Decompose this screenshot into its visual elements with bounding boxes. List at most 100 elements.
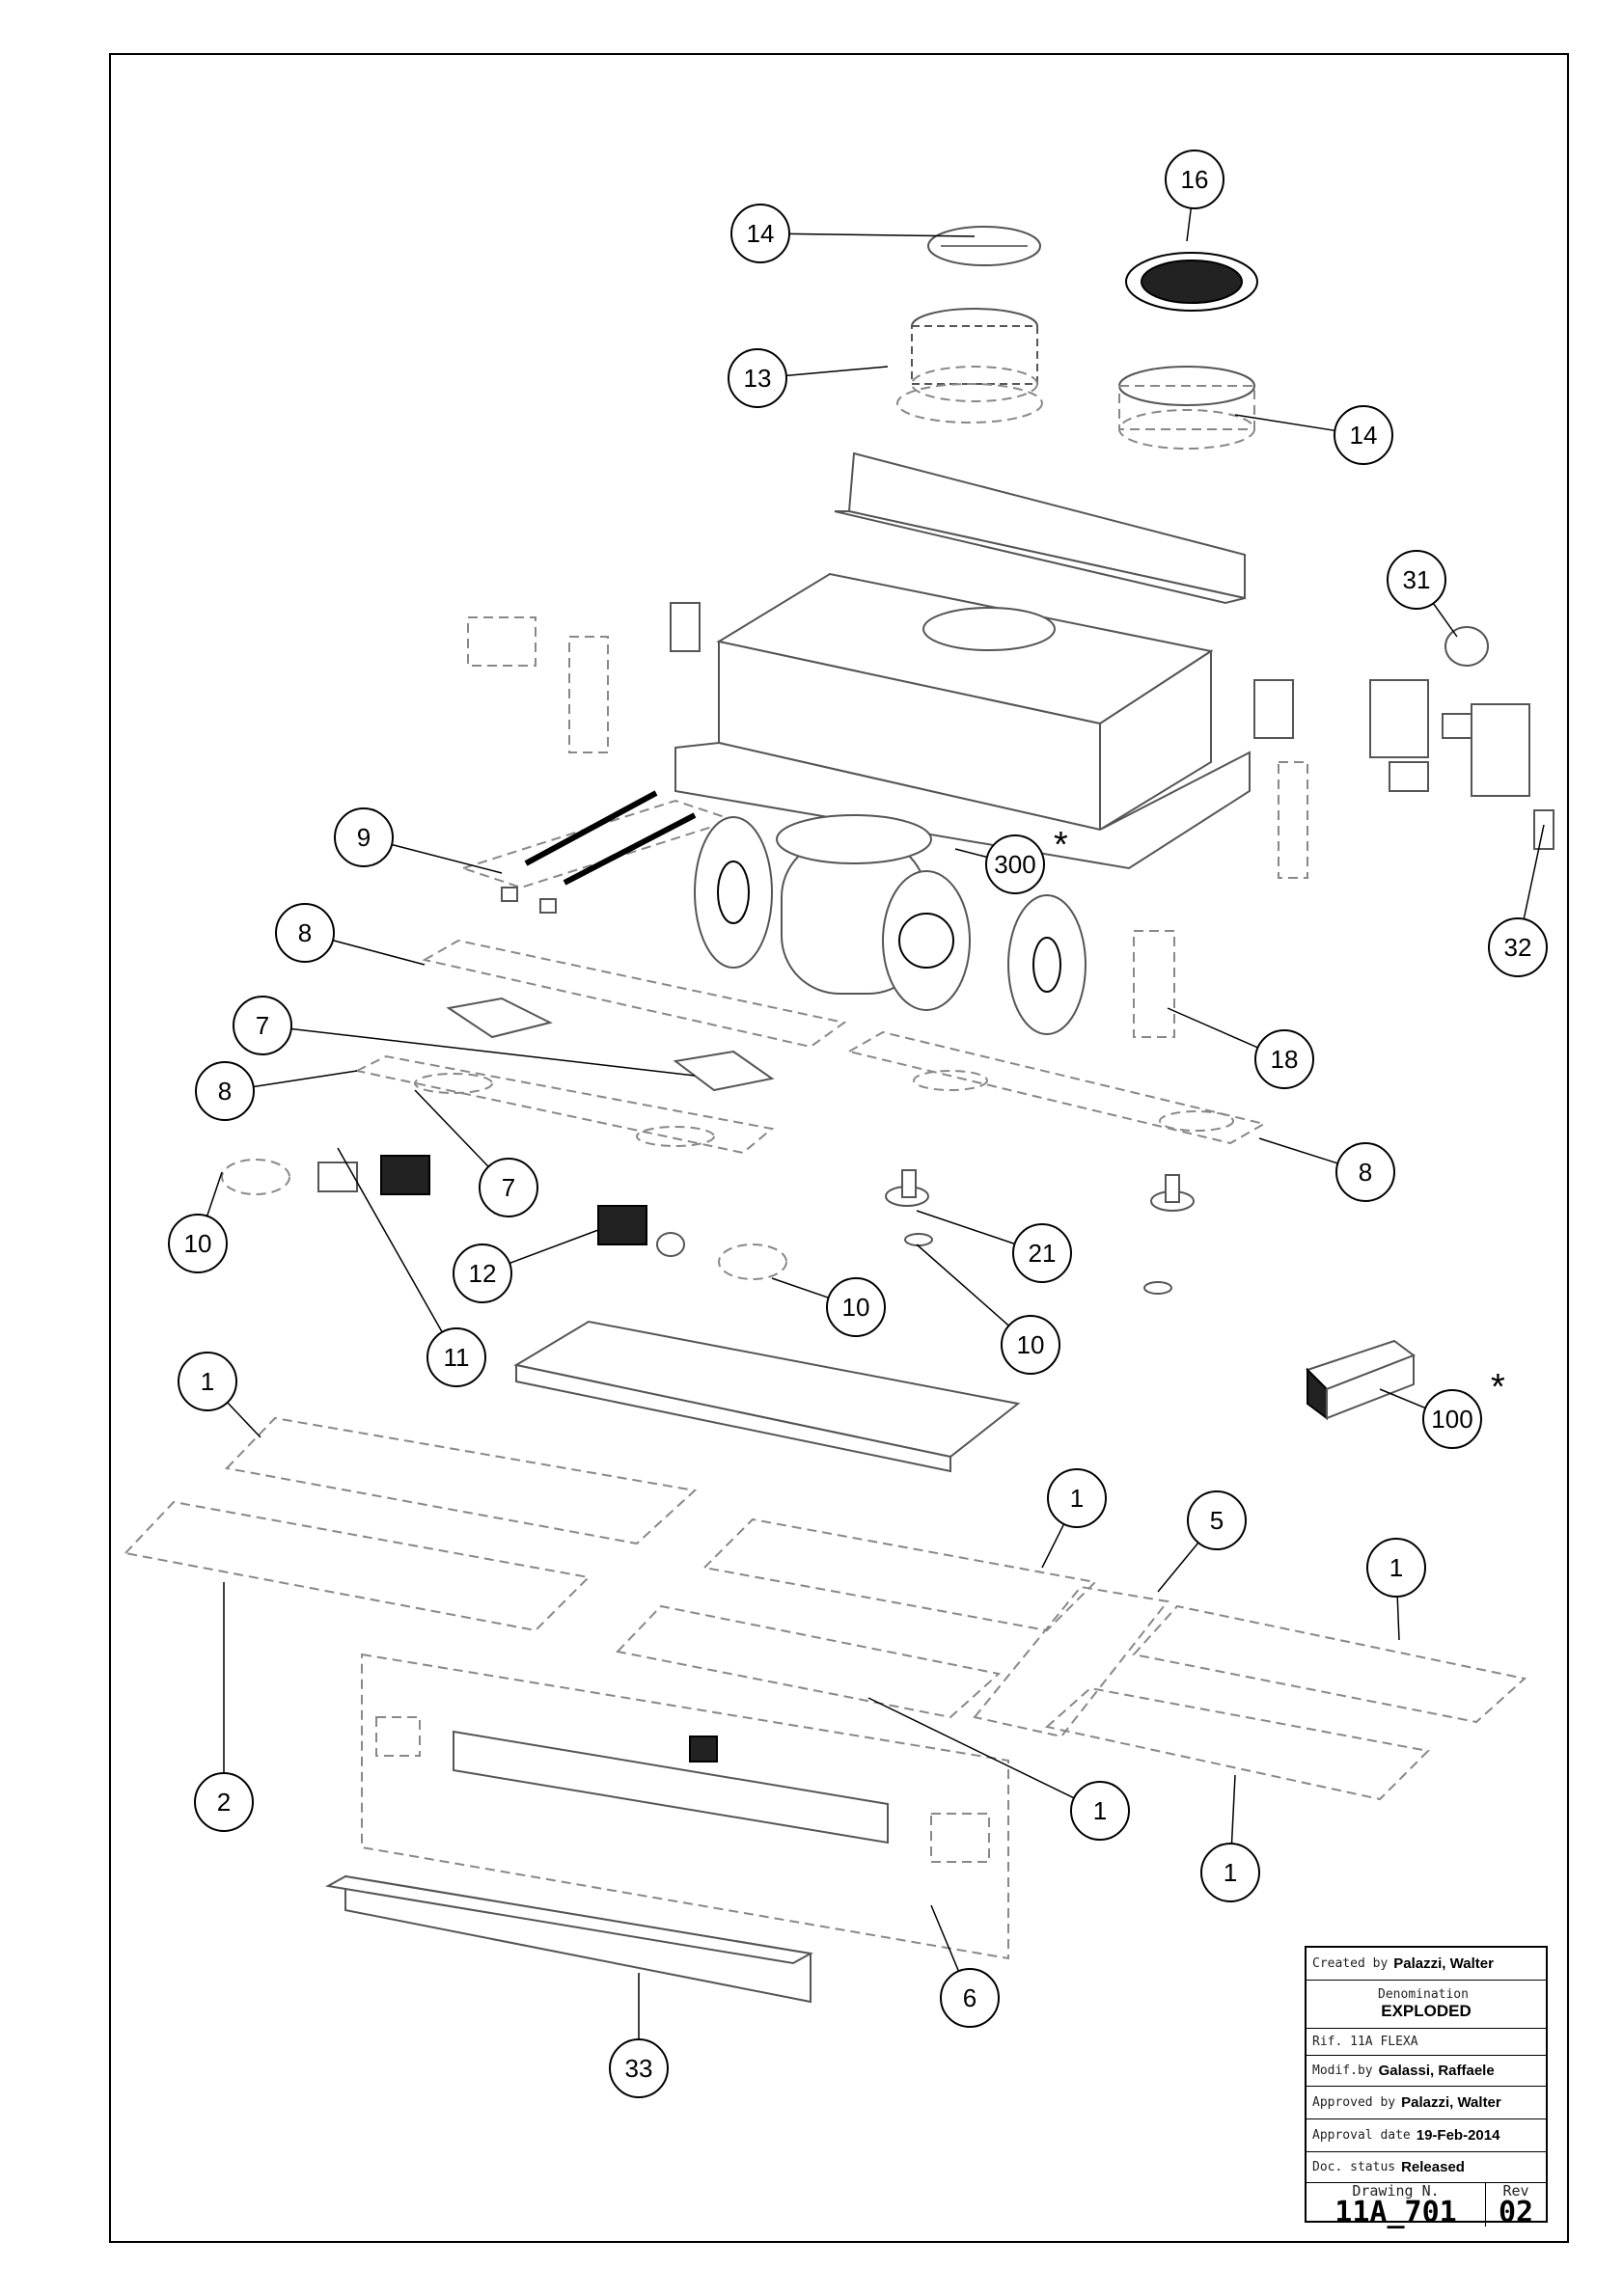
callout-8: 8 [275,903,426,966]
callout-number: 32 [1504,933,1532,962]
tb-denomination-row: Denomination EXPLODED [1307,1981,1546,2029]
callout-16: 16 [1165,150,1224,242]
callout-1: 1 [1200,1774,1260,1902]
callout-leader [509,1229,599,1265]
tb-approval-date-value: 19-Feb-2014 [1416,2127,1500,2144]
callout-leader [930,1904,960,1972]
callout-circle [275,903,335,963]
callout-12: 12 [453,1229,599,1303]
callout-leader [771,1277,829,1298]
callout-number: 1 [1070,1484,1084,1513]
part-13-collar [896,308,1043,424]
callout-1: 1 [1366,1538,1426,1641]
callout-number: 8 [218,1077,232,1106]
callout-number: 12 [469,1259,497,1288]
callout-number: 10 [1017,1330,1045,1359]
callout-circle [168,1214,228,1273]
callout-circle [1165,150,1224,209]
callout-14: 14 [1234,405,1393,465]
callout-circle [1070,1781,1130,1841]
callout-leader [206,1171,223,1216]
callout-number: 100 [1431,1405,1472,1434]
callout-33: 33 [609,1973,669,2098]
callout-11: 11 [337,1147,486,1387]
part-control-plate [513,1320,1021,1473]
callout-leader [1157,1542,1199,1593]
callout-number: 31 [1403,565,1431,594]
tb-approval-date-label: Approval date [1312,2128,1411,2143]
tb-created-row: Created by Palazzi, Walter [1307,1948,1546,1981]
part-31-knob [1444,626,1489,667]
tb-drawing-row: Drawing N. 11A_701 Rev 02 [1307,2183,1546,2227]
callout-leader [253,1070,358,1088]
asterisk-300: * [1054,825,1068,865]
callout-circle [985,834,1045,894]
title-block: Created by Palazzi, Walter Denomination … [1305,1946,1548,2227]
callout-18: 18 [1167,1007,1314,1089]
part-lamps [221,1155,1195,1295]
callout-leader [785,366,889,377]
callout-7: 7 [233,996,696,1077]
callout-2: 2 [194,1582,254,1832]
part-14-disk [927,226,1041,266]
callout-circle [1012,1223,1072,1283]
callout-circle [1254,1029,1314,1089]
callout-number: 16 [1181,165,1209,194]
part-16-flange [1125,252,1258,312]
part-9-rails [459,790,737,914]
tb-drawing-label: Drawing N. [1352,2181,1440,2200]
callout-leader [332,939,426,966]
callout-7: 7 [414,1089,538,1217]
callout-300: 300 [954,834,1045,894]
callout-10: 10 [771,1277,886,1337]
callout-circle [1047,1468,1107,1528]
callout-10: 10 [916,1244,1060,1375]
callout-number: 7 [502,1173,515,1202]
callout-number: 33 [625,2054,653,2083]
callout-31: 31 [1387,550,1458,638]
callout-circle [1001,1315,1060,1375]
callout-leader [1167,1007,1258,1049]
callout-circle [940,1968,1000,2028]
tb-rif-row: Rif. 11A FLEXA [1307,2029,1546,2056]
callout-leader [788,232,976,237]
callout-6: 6 [930,1904,1000,2028]
callout-circle [826,1277,886,1337]
callout-layer: 1614131431930032871887810122110101111001… [168,150,1548,2098]
callout-number: 9 [357,823,371,852]
callout-circle [609,2038,669,2098]
tb-approved-value: Palazzi, Walter [1401,2094,1501,2111]
callout-leader [1234,414,1335,432]
callout-circle [1200,1843,1260,1902]
callout-circle [334,807,394,867]
callout-circle [1334,405,1393,465]
part-side-brackets-left [467,602,701,753]
tb-drawing-cell: Drawing N. 11A_701 [1307,2183,1486,2227]
part-filter-panels [124,1416,1527,1801]
callout-1: 1 [1041,1468,1107,1569]
callout-13: 13 [728,348,889,408]
part-6-handle-group [361,1653,1009,1960]
tb-created-value: Palazzi, Walter [1393,1955,1494,1972]
callout-leader [290,1027,696,1077]
callout-5: 5 [1157,1490,1247,1593]
callout-leader [1258,1137,1338,1164]
part-housing [674,572,1251,870]
callout-circle [1488,917,1548,977]
part-14-ring [1118,366,1255,450]
tb-modif-value: Galassi, Raffaele [1378,2063,1495,2079]
callout-leader [1230,1774,1236,1845]
tb-rev-label: Rev [1502,2181,1529,2200]
callout-leader [1396,1596,1400,1641]
callout-number: 1 [1389,1553,1403,1582]
callout-leader [227,1402,261,1438]
callout-circle [194,1772,254,1832]
callout-leader [867,1697,1075,1799]
callout-32: 32 [1488,824,1548,977]
callout-circle [178,1352,237,1411]
callout-number: 300 [994,850,1035,879]
part-100 [1306,1339,1417,1420]
tb-rev-cell: Rev 02 [1486,2181,1546,2228]
callout-leader [1432,603,1458,638]
